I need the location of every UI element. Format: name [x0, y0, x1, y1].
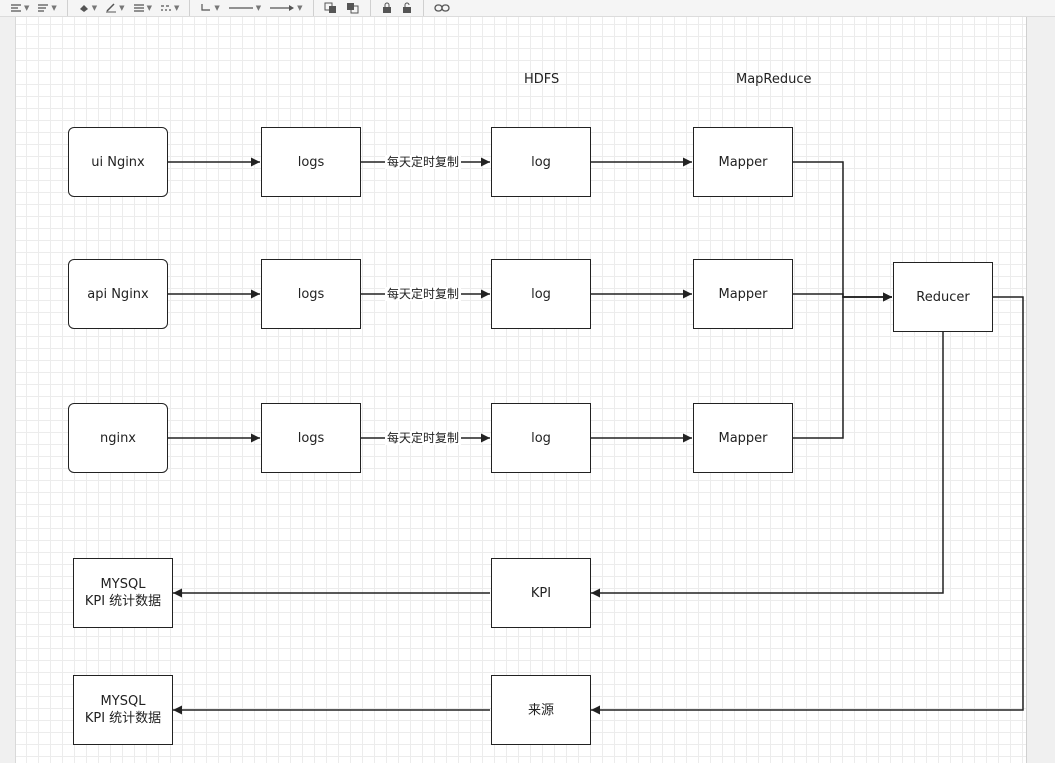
node-logs-1[interactable]: logs [261, 127, 361, 197]
toolbar-group-link [424, 0, 460, 16]
node-mapper-1[interactable]: Mapper [693, 127, 793, 197]
node-hdfs-log-1[interactable]: log [491, 127, 591, 197]
line-style-icon[interactable]: ▼ [228, 3, 262, 12]
node-mapper-3[interactable]: Mapper [693, 403, 793, 473]
text-align-icon[interactable]: ▼ [37, 1, 57, 15]
toolbar-group-arrange [314, 0, 371, 16]
toolbar: ▼ ▼ ▼ ▼ ▼ ▼ ▼ ▼ ▼ [0, 0, 1055, 17]
edge-label-copy-2: 每天定时复制 [385, 287, 462, 301]
edge-mapper-1-to-reducer[interactable] [793, 161, 892, 302]
edge-reducer-to-kpi[interactable] [591, 332, 944, 598]
header-mapreduce: MapReduce [736, 72, 812, 87]
node-hdfs-log-3[interactable]: log [491, 403, 591, 473]
line-dash-icon[interactable]: ▼ [160, 1, 179, 15]
edge-reducer-to-source[interactable] [591, 296, 1024, 715]
unlock-icon[interactable] [401, 1, 413, 15]
node-ui-nginx[interactable]: ui Nginx [68, 127, 168, 197]
toolbar-group-line: ▼ ▼ ▼ [190, 0, 314, 16]
node-mysql-1[interactable]: MYSQL KPI 统计数据 [73, 558, 173, 628]
fill-color-icon[interactable]: ▼ [78, 1, 97, 15]
node-logs-2[interactable]: logs [261, 259, 361, 329]
line-weight-icon[interactable]: ▼ [133, 1, 152, 15]
node-hdfs-log-2[interactable]: log [491, 259, 591, 329]
toolbar-group-lock [371, 0, 424, 16]
node-nginx[interactable]: nginx [68, 403, 168, 473]
edge-label-copy-3: 每天定时复制 [385, 431, 462, 445]
edge-mapper-3-to-reducer[interactable] [793, 292, 892, 439]
left-gutter [0, 17, 16, 763]
node-reducer[interactable]: Reducer [893, 262, 993, 332]
node-mysql-2[interactable]: MYSQL KPI 统计数据 [73, 675, 173, 745]
node-api-nginx[interactable]: api Nginx [68, 259, 168, 329]
toolbar-group-style: ▼ ▼ ▼ ▼ [68, 0, 191, 16]
node-source[interactable]: 来源 [491, 675, 591, 745]
link-icon[interactable] [433, 1, 450, 15]
line-color-icon[interactable]: ▼ [105, 1, 125, 15]
lock-icon[interactable] [381, 1, 393, 15]
toolbar-group-text: ▼ ▼ [0, 0, 68, 16]
connector-icon[interactable]: ▼ [200, 1, 220, 15]
to-front-icon[interactable] [324, 1, 338, 15]
align-left-icon[interactable]: ▼ [10, 1, 29, 15]
arrow-style-icon[interactable]: ▼ [269, 1, 303, 15]
edge-label-copy-1: 每天定时复制 [385, 155, 462, 169]
format-panel-edge [1026, 17, 1055, 763]
node-logs-3[interactable]: logs [261, 403, 361, 473]
node-kpi[interactable]: KPI [491, 558, 591, 628]
header-hdfs: HDFS [524, 72, 560, 87]
to-back-icon[interactable] [346, 1, 360, 15]
node-mapper-2[interactable]: Mapper [693, 259, 793, 329]
